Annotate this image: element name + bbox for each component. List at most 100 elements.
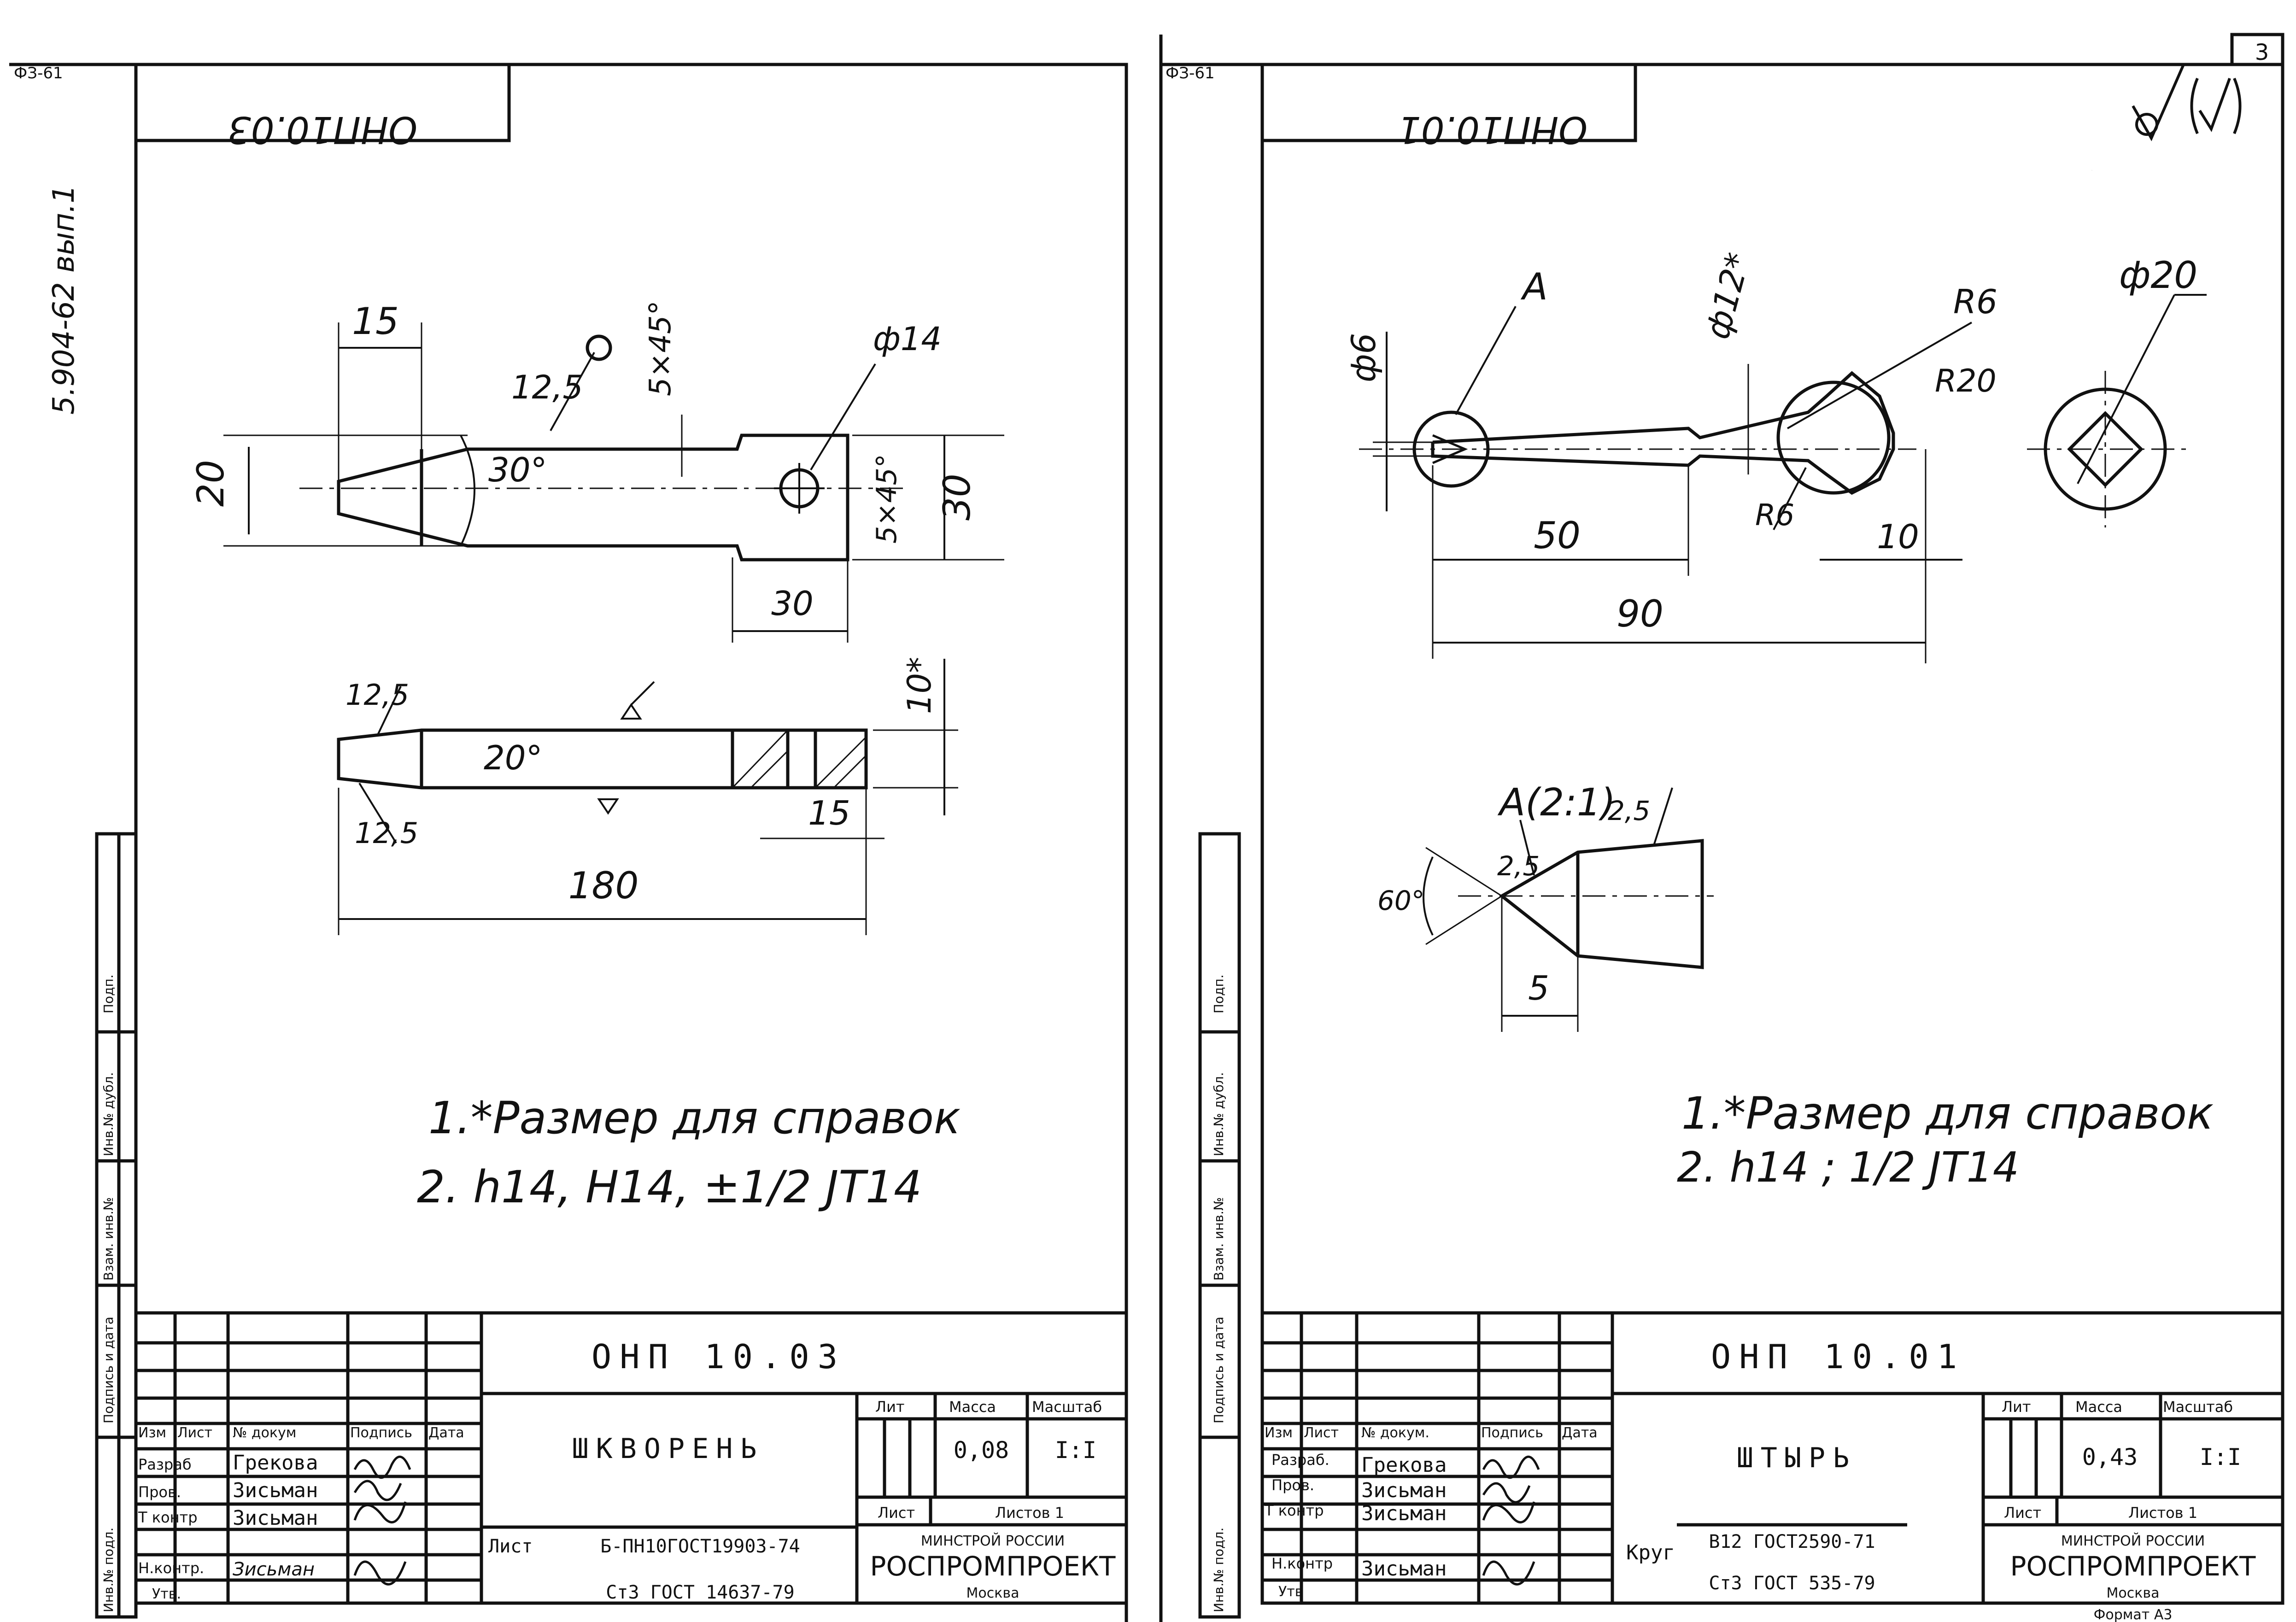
dim-5x45-top: 5×45° bbox=[644, 300, 678, 396]
dim-50: 50 bbox=[1534, 514, 1581, 557]
dim-30-horiz: 30 bbox=[771, 584, 814, 623]
right-side-label-1: Подпись и дата bbox=[1211, 1317, 1226, 1423]
dim-R20: R20 bbox=[1935, 363, 1997, 399]
left-rotated-code: ОНП10.03 bbox=[228, 108, 417, 151]
right-lit-label: Лит bbox=[2002, 1398, 2031, 1416]
right-person-2: Зисьман bbox=[1361, 1502, 1447, 1525]
right-mass-label: Масса bbox=[2075, 1398, 2122, 1416]
right-side-label-4: Подп. bbox=[1211, 974, 1226, 1013]
dim-30-vert: 30 bbox=[936, 474, 978, 521]
left-role-5: Утв. bbox=[152, 1586, 181, 1602]
left-role-1: Пров. bbox=[138, 1483, 181, 1501]
right-part-name: ШТЫРЬ bbox=[1737, 1442, 1857, 1474]
left-side-label-0: Инв.№ подл. bbox=[101, 1528, 116, 1612]
left-format-code: ФЗ-61 bbox=[14, 64, 63, 82]
left-note-2: 2. h14, H14, ±1/2 JT14 bbox=[417, 1161, 922, 1213]
series-code: 5.904-62 вып.1 bbox=[47, 185, 81, 415]
right-material-prefix: Круг bbox=[1626, 1541, 1675, 1564]
left-person-4: Зисьман bbox=[233, 1559, 315, 1580]
right-side-label-3: Инв.№ дубл. bbox=[1211, 1072, 1226, 1156]
left-sheet-label: Лист bbox=[878, 1504, 915, 1522]
dim-5x45-side: 5×45° bbox=[871, 454, 903, 544]
left-scale-value: I:I bbox=[1055, 1437, 1096, 1464]
right-format-code: ФЗ-61 bbox=[1166, 64, 1215, 82]
left-role-2: Т контр bbox=[138, 1509, 198, 1526]
right-sheet-label: Лист bbox=[2004, 1504, 2041, 1522]
right-role-0: Разраб. bbox=[1271, 1451, 1330, 1469]
right-org-name: РОСПРОМПРОЕКТ bbox=[2010, 1551, 2256, 1582]
dim-20deg: 20° bbox=[484, 738, 543, 777]
right-sheets-label: Листов 1 bbox=[2128, 1504, 2197, 1522]
dim-15: 15 bbox=[352, 300, 399, 343]
left-mass-label: Масса bbox=[949, 1398, 996, 1416]
dim-15-side: 15 bbox=[808, 794, 850, 832]
left-col-list: Лист bbox=[177, 1425, 212, 1441]
dim-10-ref: 10* bbox=[901, 657, 938, 714]
left-person-1: Зисьман bbox=[233, 1479, 318, 1502]
dim-A-label: A bbox=[1520, 265, 1548, 308]
left-scale-label: Масштаб bbox=[1032, 1398, 1102, 1416]
left-part-name: ШКВОРЕНЬ bbox=[572, 1433, 764, 1465]
right-org-top: МИНСТРОЙ РОССИИ bbox=[2061, 1533, 2205, 1549]
dim-2-5-detail-a: 2,5 bbox=[1497, 850, 1540, 882]
detail-A-label: A(2:1) bbox=[1497, 781, 1616, 825]
right-mass-value: 0,43 bbox=[2082, 1444, 2138, 1470]
right-person-4: Зисьман bbox=[1361, 1557, 1447, 1581]
right-col-list: Лист bbox=[1304, 1425, 1339, 1441]
left-designation: ОНП 10.03 bbox=[592, 1337, 846, 1376]
left-col-date: Дата bbox=[428, 1425, 464, 1441]
right-org-city: Москва bbox=[2107, 1585, 2160, 1601]
footer-format: Формат А3 bbox=[2094, 1607, 2173, 1622]
left-side-label-3: Инв.№ дубл. bbox=[101, 1072, 116, 1156]
dim-R6-bottom: R6 bbox=[1755, 498, 1794, 533]
dim-12-5-side-top: 12,5 bbox=[346, 678, 409, 712]
right-material-top: В12 ГОСТ2590-71 bbox=[1709, 1531, 1875, 1552]
right-scale-value: I:I bbox=[2200, 1444, 2241, 1470]
dim-20: 20 bbox=[189, 460, 232, 507]
right-side-label-2: Взам. инв.№ bbox=[1211, 1197, 1226, 1281]
right-col-izm: Изм bbox=[1265, 1425, 1293, 1441]
right-role-4: Н.контр bbox=[1271, 1555, 1333, 1572]
left-person-0: Грекова bbox=[233, 1451, 318, 1475]
right-note-1: 1.*Размер для справок bbox=[1681, 1088, 2214, 1139]
left-side-label-4: Подп. bbox=[101, 974, 116, 1013]
left-note-1: 1.*Размер для справок bbox=[428, 1092, 961, 1144]
kingpin-plan-view bbox=[223, 322, 1004, 935]
dim-180: 180 bbox=[568, 864, 639, 907]
left-person-2: Зисьман bbox=[233, 1506, 318, 1530]
left-lit-label: Лит bbox=[875, 1398, 905, 1416]
right-designation: ОНП 10.01 bbox=[1711, 1337, 1965, 1376]
page-number: 3 bbox=[2255, 40, 2269, 65]
dim-10: 10 bbox=[1877, 517, 1919, 556]
left-role-0: Разраб bbox=[138, 1456, 192, 1473]
left-org-name: РОСПРОМПРОЕКТ bbox=[870, 1551, 1116, 1582]
right-role-2: Т контр bbox=[1264, 1502, 1324, 1519]
dim-5: 5 bbox=[1528, 969, 1549, 1007]
right-col-sign: Подпись bbox=[1481, 1425, 1543, 1441]
right-person-1: Зисьман bbox=[1361, 1479, 1447, 1502]
right-rotated-code: ОНП10.01 bbox=[1398, 108, 1587, 151]
left-mass-value: 0,08 bbox=[954, 1437, 1009, 1464]
dim-2-5-detail-b: 2,5 bbox=[1608, 795, 1650, 826]
left-material-top: Б-ПН10ГОСТ19903-74 bbox=[600, 1536, 800, 1557]
left-material-prefix: Лист bbox=[488, 1536, 533, 1557]
right-scale-label: Масштаб bbox=[2163, 1398, 2233, 1416]
left-org-top: МИНСТРОЙ РОССИИ bbox=[921, 1533, 1065, 1549]
dim-90: 90 bbox=[1617, 592, 1663, 635]
left-material-bottom: Ст3 ГОСТ 14637-79 bbox=[606, 1582, 794, 1603]
right-side-label-0: Инв.№ подл. bbox=[1211, 1528, 1226, 1612]
right-person-0: Грекова bbox=[1361, 1453, 1447, 1477]
dim-phi6: ф6 bbox=[1344, 333, 1383, 382]
left-col-doc: № докум bbox=[233, 1425, 296, 1441]
right-material-bottom: Ст3 ГОСТ 535-79 bbox=[1709, 1573, 1875, 1594]
left-side-label-1: Подпись и дата bbox=[101, 1317, 116, 1423]
dim-12-5-top: 12,5 bbox=[511, 369, 583, 406]
pin-views bbox=[1359, 64, 2242, 1032]
left-col-izm: Изм bbox=[138, 1425, 166, 1441]
left-side-label-2: Взам. инв.№ bbox=[101, 1197, 116, 1281]
right-role-5: Утв bbox=[1278, 1584, 1303, 1600]
dim-12-5-side-bottom: 12,5 bbox=[355, 816, 418, 850]
roughness-text: √(√) bbox=[2091, 170, 2093, 171]
left-role-4: Н.контр. bbox=[138, 1559, 204, 1577]
